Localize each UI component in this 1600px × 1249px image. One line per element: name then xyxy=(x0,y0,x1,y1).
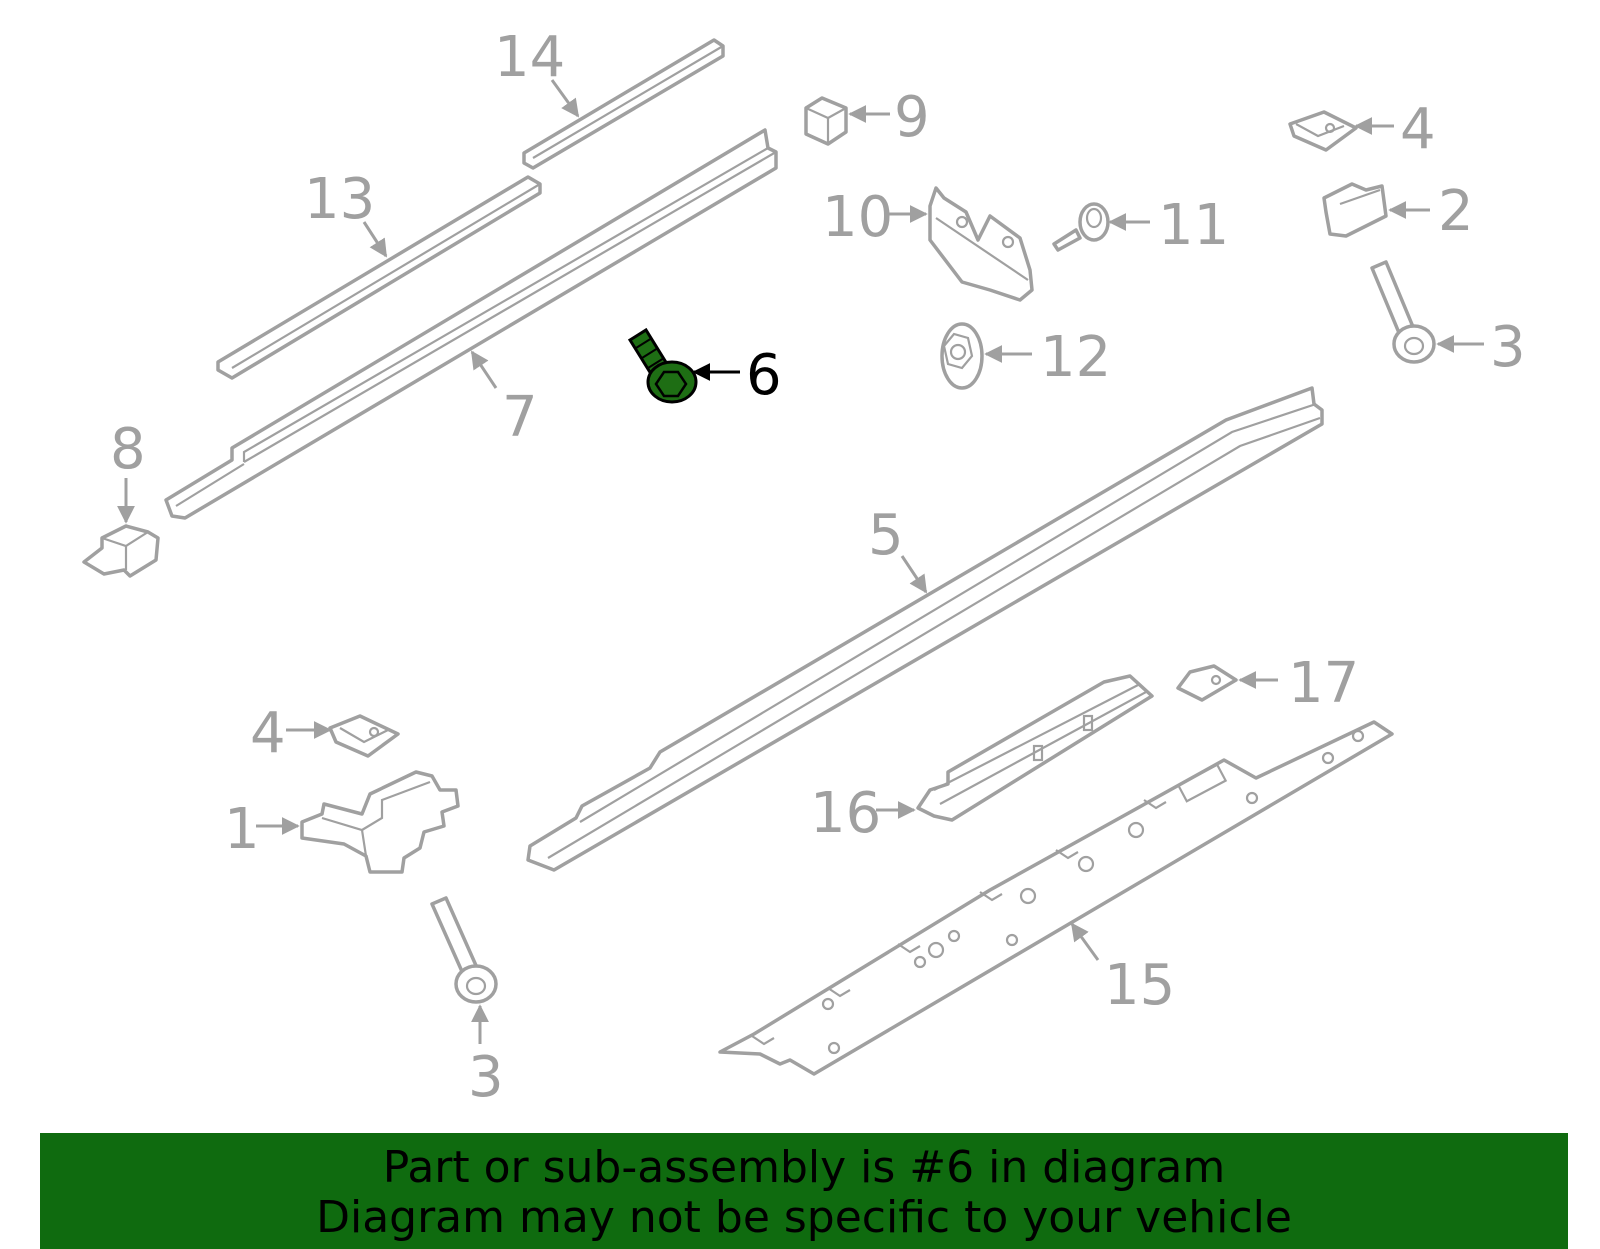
info-banner: Part or sub-assembly is #6 in diagram Di… xyxy=(40,1133,1568,1249)
callout-12: 12 xyxy=(1040,325,1111,390)
banner-line-2: Diagram may not be specific to your vehi… xyxy=(316,1192,1292,1243)
part-2-bracket[interactable] xyxy=(1322,182,1430,238)
part-1-bracket[interactable] xyxy=(256,770,460,874)
callout-16: 16 xyxy=(810,781,881,846)
part-6-bolt-highlighted[interactable] xyxy=(627,327,740,404)
callout-11: 11 xyxy=(1158,193,1229,258)
part-11-screw[interactable] xyxy=(1052,202,1150,252)
callout-5: 5 xyxy=(868,503,904,568)
part-5-rocker-reinforcement[interactable] xyxy=(526,386,1324,872)
callout-10: 10 xyxy=(822,185,893,250)
part-13-molding[interactable] xyxy=(216,175,542,380)
part-16-plate[interactable] xyxy=(876,674,1154,822)
part-17-clip[interactable] xyxy=(1176,664,1278,702)
part-7-rocker-molding[interactable] xyxy=(164,128,778,520)
leader-14 xyxy=(550,79,580,118)
callout-4-lower: 4 xyxy=(250,701,286,766)
callout-2: 2 xyxy=(1438,179,1474,244)
part-8-end-cap[interactable] xyxy=(82,478,160,578)
callout-14: 14 xyxy=(494,25,565,90)
part-3-bolt-upper[interactable] xyxy=(1370,260,1484,364)
callout-1: 1 xyxy=(224,797,260,862)
part-10-bracket[interactable] xyxy=(886,186,1034,302)
callout-15: 15 xyxy=(1104,953,1175,1018)
callout-9: 9 xyxy=(894,85,930,150)
callout-3-upper: 3 xyxy=(1490,315,1526,380)
part-4-clip-upper[interactable] xyxy=(1288,110,1394,152)
callout-6: 6 xyxy=(746,343,782,408)
callout-17: 17 xyxy=(1288,651,1359,716)
part-14-molding[interactable] xyxy=(522,38,725,170)
banner-line-1: Part or sub-assembly is #6 in diagram xyxy=(382,1142,1226,1193)
callout-7: 7 xyxy=(502,385,538,450)
part-9-clip[interactable] xyxy=(804,96,890,146)
part-12-nut[interactable] xyxy=(940,322,1032,390)
callout-13: 13 xyxy=(304,167,375,232)
part-4-clip-lower[interactable] xyxy=(286,714,400,758)
leader-7 xyxy=(470,350,498,389)
callout-4-upper: 4 xyxy=(1400,97,1436,162)
leader-5 xyxy=(900,555,928,594)
leader-13 xyxy=(362,221,388,258)
part-15-sill-panel[interactable] xyxy=(718,720,1394,1076)
part-3-bolt-lower[interactable] xyxy=(430,896,498,1044)
callout-3-lower: 3 xyxy=(468,1045,504,1110)
callout-8: 8 xyxy=(110,417,146,482)
